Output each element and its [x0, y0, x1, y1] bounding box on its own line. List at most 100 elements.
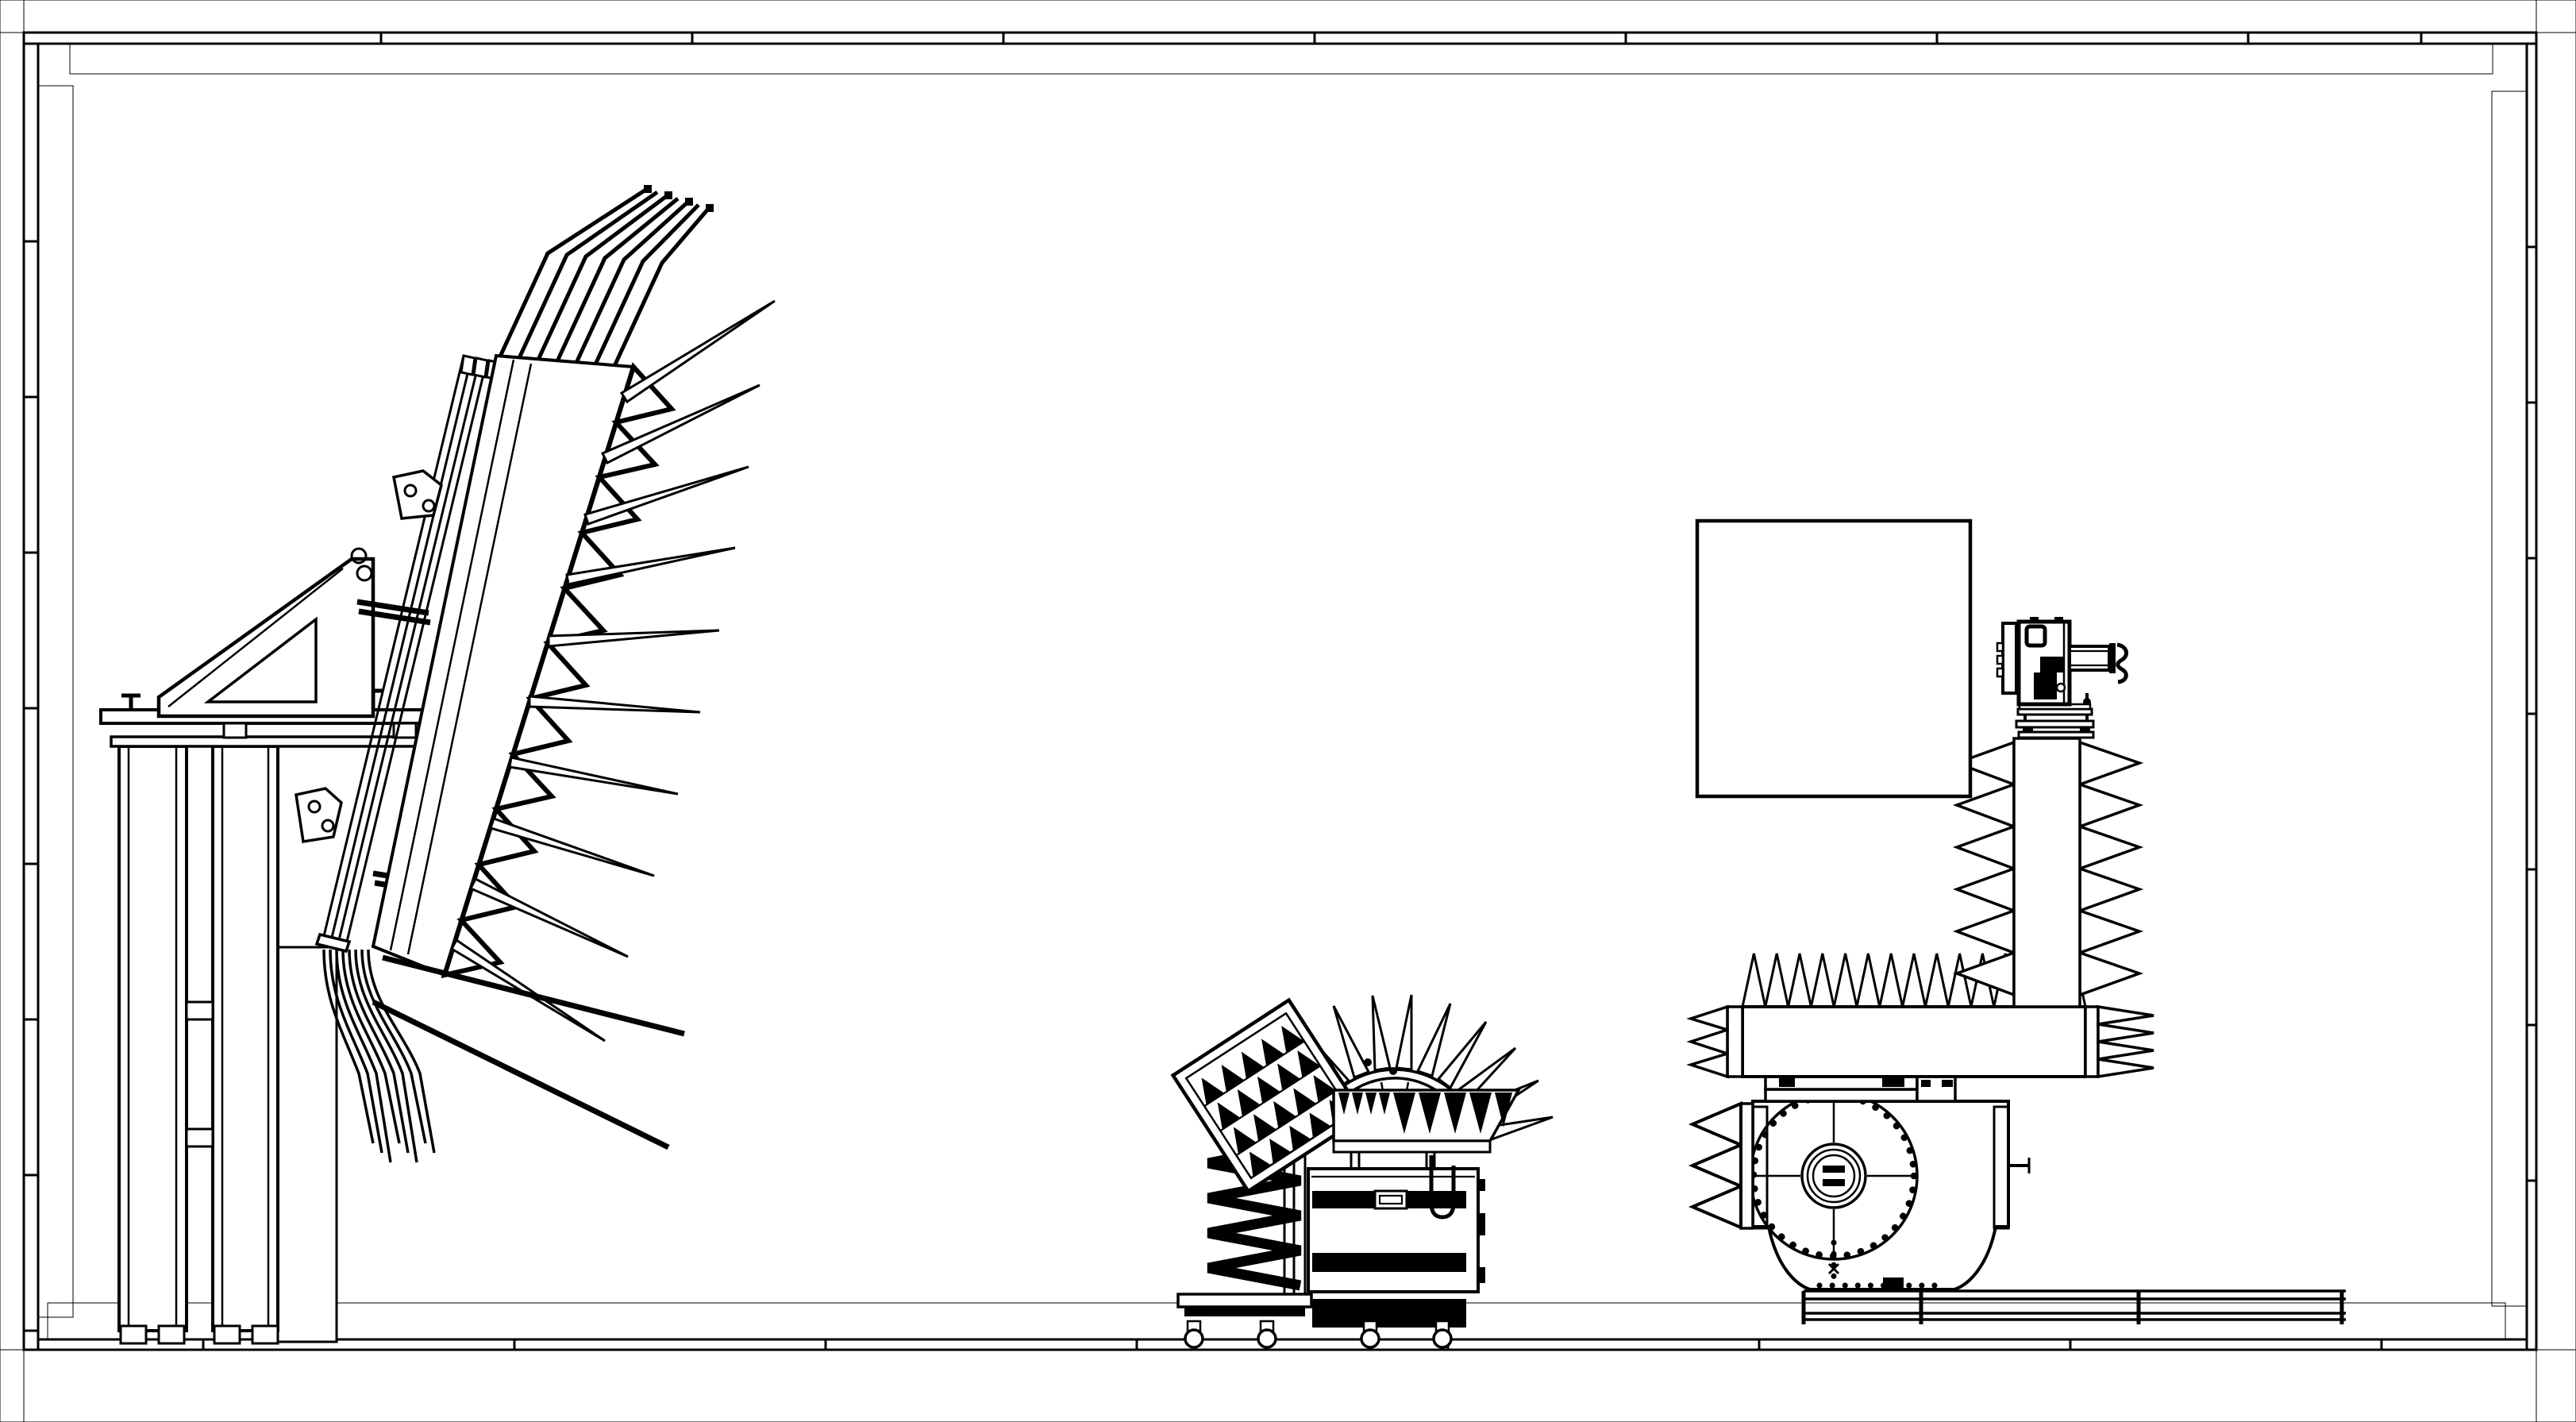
cabinet-vent-1b — [1407, 1191, 1466, 1208]
cabinet-tab-1 — [1478, 1179, 1485, 1191]
upper-hinge-pin-1 — [403, 484, 418, 498]
feed-array-station — [99, 185, 776, 1345]
head-mid-plate — [2015, 719, 2095, 729]
mast-collar-ties — [356, 599, 444, 897]
array-board-layers — [389, 359, 533, 955]
boom-core-bg — [1742, 1006, 2086, 1077]
cabinet-vent-1a — [1312, 1191, 1375, 1208]
gusset-stiffener — [167, 568, 344, 707]
horn-block-pyramids — [1338, 1093, 1512, 1134]
absorber-boom — [1686, 953, 2154, 1079]
ceiling-absorber-teeth — [69, 43, 2493, 75]
head-window — [2024, 624, 2047, 648]
gusset-cutout — [203, 616, 318, 703]
cart-base-pad — [1184, 1307, 1305, 1316]
hinge-plates — [295, 469, 443, 844]
cable-hook — [1429, 1155, 1456, 1220]
mast-bottom-cap — [314, 932, 352, 954]
ceiling-panel-joints — [379, 33, 2423, 44]
body-side-absorber — [1688, 1100, 1754, 1231]
positioner-station — [1686, 518, 2346, 1324]
rotor-spokes — [1754, 1096, 1913, 1255]
support-tower — [99, 688, 450, 1345]
hub-mid — [1806, 1148, 1862, 1204]
boom-right-cap — [2084, 1005, 2100, 1078]
floor-backing — [37, 1338, 2528, 1351]
reference-square — [1695, 518, 1973, 799]
feed-rod-bundle — [498, 185, 714, 368]
positioner-body — [1751, 1100, 2010, 1291]
right-wall-absorber-teeth — [2491, 91, 2528, 1307]
left-wall-absorber-teeth — [37, 85, 74, 1318]
horn-block-base — [1332, 1139, 1492, 1154]
gusset-bracket — [156, 557, 375, 719]
cabinet-display-window — [1378, 1194, 1404, 1205]
mast-knuckle-2 — [356, 565, 373, 582]
tower-foot-3 — [213, 1324, 241, 1345]
frame-bottom-floor-slab — [0, 1349, 2576, 1422]
hub-outer — [1800, 1143, 1867, 1209]
rotary-positioner — [1688, 1075, 2031, 1291]
frame-right — [2536, 0, 2576, 1422]
mast-core-bg — [2013, 738, 2081, 1008]
cable-bundle — [322, 949, 685, 1163]
horn-absorber-block — [1332, 1089, 1521, 1170]
floor-skid — [1801, 1289, 2346, 1324]
lens-flange — [2109, 643, 2116, 673]
mast-top-tab-2 — [472, 356, 489, 379]
cabinet-vent-2 — [1312, 1253, 1466, 1272]
lower-hinge-pin-2 — [321, 819, 335, 833]
lower-hinge-pin-1 — [307, 800, 322, 814]
body-flange-right — [1993, 1105, 2010, 1230]
mast-knuckle-1 — [350, 547, 368, 565]
horn-post-left — [1350, 1150, 1361, 1170]
tower-foot-1 — [119, 1324, 148, 1345]
frame-top — [0, 0, 2576, 33]
fan-bolt-1 — [1364, 1058, 1372, 1066]
fan-bolt-2 — [1389, 1067, 1397, 1075]
tilted-pyramid-panel — [1170, 997, 1367, 1194]
left-wall-backing — [22, 42, 40, 1351]
hub-key-bottom — [1823, 1179, 1845, 1186]
tower-brace-lower — [185, 1127, 214, 1148]
left-wall-panel-joints — [24, 240, 38, 1332]
mast-top-tab-1 — [460, 354, 476, 376]
lower-hinge-plate — [295, 787, 343, 844]
cabinet-tab-3 — [1478, 1267, 1485, 1283]
head-rear-plate — [2001, 622, 2018, 695]
equipment-cabinet — [1307, 1155, 1485, 1328]
right-wall-backing — [2525, 42, 2538, 1351]
boom-left-cap — [1726, 1005, 1744, 1078]
tower-foot-2 — [157, 1324, 186, 1345]
hub-key-top — [1823, 1166, 1845, 1173]
tower-brace-upper — [185, 1000, 214, 1021]
instrument-head — [1996, 617, 2128, 739]
array-board — [371, 353, 636, 977]
right-wall-panel-joints — [2527, 245, 2536, 1182]
array-panel — [322, 185, 776, 1163]
body-motor-block — [1883, 1277, 1904, 1289]
cable-pigtail — [2116, 642, 2128, 684]
positioner-top-plates — [1764, 1075, 1957, 1103]
lens-barrel — [2068, 645, 2111, 672]
gusset-plate — [156, 557, 375, 719]
frame-left — [0, 0, 25, 1422]
mast-beams — [322, 355, 488, 946]
ceiling-backing — [22, 31, 2538, 45]
cabinet-tab-2 — [1478, 1213, 1485, 1235]
caster-wheels — [1184, 1320, 1453, 1349]
test-cart — [1170, 994, 1554, 1349]
upper-hinge-plate — [391, 469, 443, 520]
cart-base — [1176, 1293, 1313, 1308]
upper-hinge-pin-2 — [422, 499, 436, 513]
tower-foot-4 — [251, 1324, 279, 1345]
head-connector-block — [2040, 657, 2065, 672]
tower-leg-flanges — [127, 746, 270, 1331]
head-base-plate — [2017, 730, 2095, 739]
absorber-mast — [1952, 737, 2144, 1008]
head-lower-block — [2034, 672, 2057, 699]
tower-leg-right — [211, 745, 279, 1332]
alignment-cross — [1827, 1262, 1840, 1275]
